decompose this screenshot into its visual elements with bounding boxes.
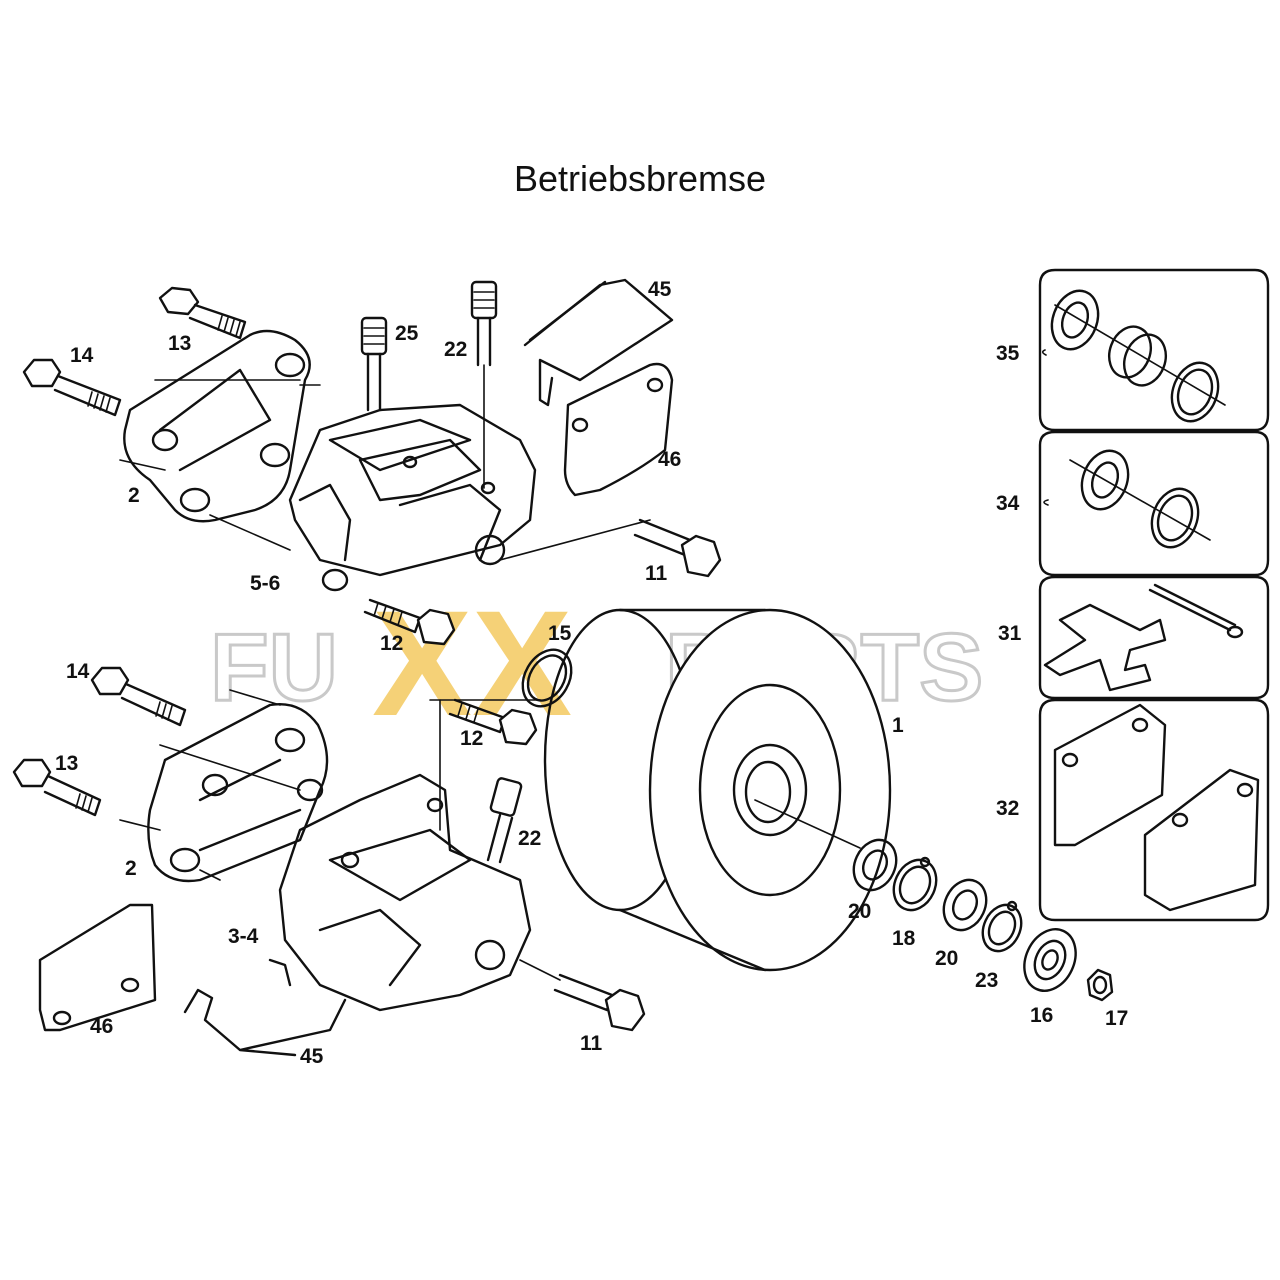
spring-clip-45-lower: [183, 958, 347, 1057]
bolt-13-lower: [12, 758, 102, 817]
washer-20-b: [942, 878, 988, 932]
kit-box-35: [1038, 268, 1270, 432]
callout-23: 23: [975, 969, 998, 992]
callout-16: 16: [1030, 1004, 1053, 1027]
caliper-upper: [288, 403, 537, 592]
brake-pad-46-upper: [563, 362, 674, 497]
callout-13-lower: 13: [55, 752, 78, 775]
bolt-12-upper: [363, 598, 456, 646]
nut-17: [1086, 968, 1114, 1002]
seal-ring-15: [521, 648, 573, 708]
callout-11-upper: 11: [645, 562, 668, 585]
kit-box-34: [1038, 430, 1270, 577]
bleed-screw-25: [360, 316, 388, 412]
callout-14-upper: 14: [70, 344, 94, 367]
callout-34: 34: [996, 492, 1020, 515]
callout-46-upper: 46: [658, 448, 681, 471]
callout-12-lower: 12: [460, 727, 483, 750]
callout-35: 35: [996, 342, 1020, 365]
callout-45-lower: 45: [300, 1045, 324, 1068]
callout-12-upper: 12: [380, 632, 403, 655]
bearing-16: [1023, 928, 1077, 992]
callout-labels: 13 14 2 25 22 45 46 5-6 12 11 15 12 14 1…: [55, 278, 1128, 1068]
callout-2-lower: 2: [125, 857, 137, 880]
kit-box-31: [1038, 575, 1270, 700]
diagram-title: Betriebsbremse: [513, 158, 767, 199]
bolt-13-upper: [158, 286, 247, 340]
carrier-bracket-upper: [123, 329, 311, 523]
circlip-23: [981, 900, 1023, 953]
callout-22-upper: 22: [444, 338, 467, 361]
callout-22-lower: 22: [518, 827, 541, 850]
callout-25: 25: [395, 322, 419, 345]
leader-lines: [119, 349, 1049, 981]
callout-20-a: 20: [848, 900, 871, 923]
callout-14-lower: 14: [66, 660, 90, 683]
bolt-11-lower: [553, 973, 646, 1032]
bolt-14-upper: [22, 358, 122, 417]
callout-13-upper: 13: [168, 332, 191, 355]
carrier-bracket-lower: [147, 703, 329, 883]
callout-3-4: 3-4: [228, 925, 259, 948]
bleed-screw-22-upper: [470, 280, 498, 489]
bolt-12-lower: [448, 698, 538, 746]
kit-box-32: [1038, 698, 1270, 922]
callout-32: 32: [996, 797, 1019, 820]
brake-pad-46-lower: [38, 903, 157, 1032]
spring-clip-45-upper: [523, 278, 674, 407]
caliper-lower: [278, 699, 532, 1012]
callout-11-lower: 11: [580, 1032, 603, 1055]
bolt-11-upper: [633, 518, 722, 578]
bolt-14-lower: [90, 666, 187, 727]
callout-45-upper: 45: [648, 278, 672, 301]
callout-31: 31: [998, 622, 1022, 645]
callout-1: 1: [892, 714, 904, 737]
brake-disc-1: [543, 608, 892, 972]
callout-5-6: 5-6: [250, 572, 280, 595]
callout-18: 18: [892, 927, 916, 950]
callout-15: 15: [548, 622, 572, 645]
callout-17: 17: [1105, 1007, 1128, 1030]
circlip-18: [892, 856, 938, 912]
callout-46-lower: 46: [90, 1015, 113, 1038]
washer-20-a: [852, 838, 898, 892]
callout-20-b: 20: [935, 947, 958, 970]
bleed-screw-22-lower: [486, 777, 523, 864]
callout-2-upper: 2: [128, 484, 140, 507]
